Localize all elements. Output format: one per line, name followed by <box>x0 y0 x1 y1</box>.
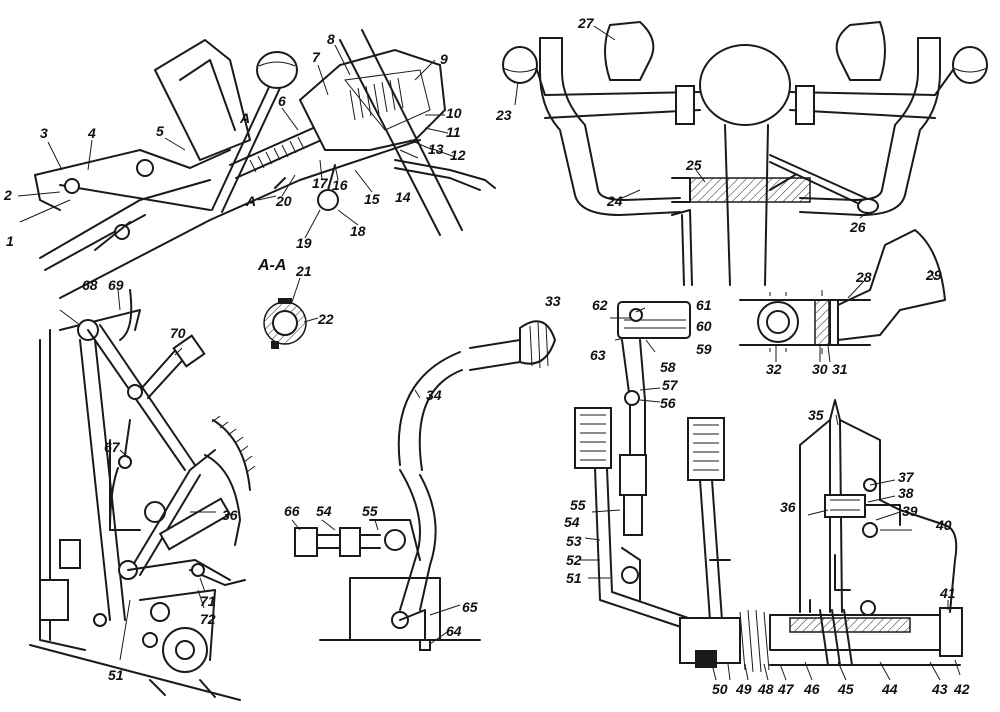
callout-49: 49 <box>735 681 752 697</box>
callout-50: 50 <box>712 681 728 697</box>
callout-12: 12 <box>450 147 466 163</box>
callout-7: 7 <box>312 49 321 65</box>
steering-wheel-assembly <box>502 21 988 286</box>
callout-28: 28 <box>855 269 872 285</box>
callout-17: 17 <box>312 175 329 191</box>
callout-35: 35 <box>808 407 824 423</box>
callout-34: 34 <box>426 387 442 403</box>
callout-32: 32 <box>766 361 782 377</box>
callout-55-throttle: 55 <box>362 503 378 519</box>
callout-44: 44 <box>881 681 898 697</box>
callout-60: 60 <box>696 318 712 334</box>
callout-24: 24 <box>606 193 623 209</box>
callout-52: 52 <box>566 552 582 568</box>
callout-69: 69 <box>108 277 124 293</box>
callout-43: 43 <box>931 681 948 697</box>
callout-19: 19 <box>296 235 312 251</box>
callout-59: 59 <box>696 341 712 357</box>
callout-39: 39 <box>902 503 918 519</box>
callout-22: 22 <box>317 311 334 327</box>
callout-68: 68 <box>82 277 98 293</box>
callout-20: 20 <box>275 193 292 209</box>
callout-37: 37 <box>898 469 915 485</box>
callout-30: 30 <box>812 361 828 377</box>
throttle-assembly <box>291 320 557 651</box>
callout-57: 57 <box>662 377 679 393</box>
callout-27: 27 <box>577 15 595 31</box>
callout-64: 64 <box>446 623 462 639</box>
callout-53: 53 <box>566 533 582 549</box>
callout-18: 18 <box>350 223 366 239</box>
bracket-detail <box>739 229 946 363</box>
callout-3: 3 <box>40 125 48 141</box>
callout-51: 51 <box>566 570 582 586</box>
callout-51-linkage: 51 <box>108 667 124 683</box>
callout-67: 67 <box>104 439 121 455</box>
section-mark-a-lower: A <box>245 193 256 209</box>
callout-10: 10 <box>446 105 462 121</box>
callout-54: 54 <box>564 514 580 530</box>
callout-36: 36 <box>780 499 796 515</box>
callout-33: 33 <box>545 293 561 309</box>
callout-26: 26 <box>849 219 866 235</box>
callout-46: 46 <box>803 681 820 697</box>
section-mark-a-upper: A <box>239 110 250 126</box>
callout-54-throttle: 54 <box>316 503 332 519</box>
callout-4: 4 <box>87 125 96 141</box>
callout-15: 15 <box>364 191 380 207</box>
callout-1: 1 <box>6 233 14 249</box>
pedal-assembly <box>574 301 963 681</box>
callout-36-linkage: 36 <box>222 507 238 523</box>
callout-48: 48 <box>757 681 774 697</box>
callout-41: 41 <box>939 585 956 601</box>
callout-25: 25 <box>685 157 702 173</box>
callout-labels: 1 2 3 4 5 6 7 8 9 10 11 12 13 14 15 16 1… <box>3 15 970 697</box>
gear-shift-assembly: A A <box>17 29 496 299</box>
callout-6: 6 <box>278 93 286 109</box>
callout-5: 5 <box>156 123 164 139</box>
callout-55: 55 <box>570 497 586 513</box>
callout-14: 14 <box>395 189 411 205</box>
callout-23: 23 <box>495 107 512 123</box>
linkage-assembly <box>29 289 256 701</box>
callout-31: 31 <box>832 361 848 377</box>
callout-72: 72 <box>200 611 216 627</box>
callout-40: 40 <box>935 517 952 533</box>
callout-58: 58 <box>660 359 676 375</box>
callout-38: 38 <box>898 485 914 501</box>
callout-16: 16 <box>332 177 348 193</box>
callout-65: 65 <box>462 599 478 615</box>
callout-42: 42 <box>953 681 970 697</box>
callout-29: 29 <box>925 267 942 283</box>
callout-2: 2 <box>3 187 12 203</box>
callout-11: 11 <box>446 124 461 140</box>
callout-70: 70 <box>170 325 186 341</box>
callout-71: 71 <box>200 593 216 609</box>
callout-13: 13 <box>428 141 444 157</box>
section-a-a-detail: A-A <box>257 257 319 349</box>
callout-9: 9 <box>440 51 448 67</box>
callout-47: 47 <box>777 681 795 697</box>
callout-21: 21 <box>295 263 312 279</box>
section-label: A-A <box>257 257 286 274</box>
callout-66: 66 <box>284 503 300 519</box>
callout-63: 63 <box>590 347 606 363</box>
callout-56: 56 <box>660 395 676 411</box>
callout-45: 45 <box>837 681 854 697</box>
callout-62: 62 <box>592 297 608 313</box>
callout-8: 8 <box>327 31 335 47</box>
callout-61: 61 <box>696 297 712 313</box>
